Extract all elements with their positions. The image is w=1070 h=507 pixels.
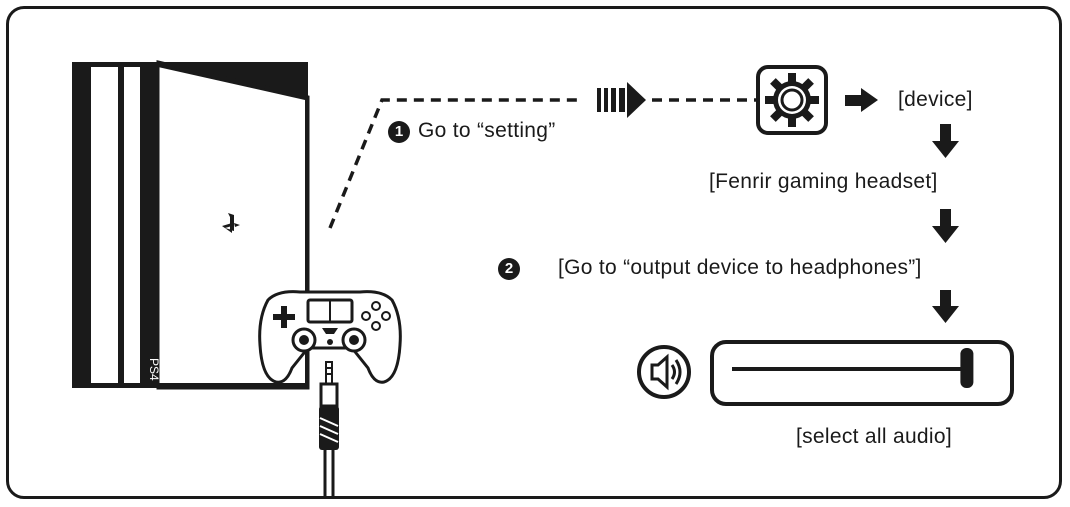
- speaker-volume-icon: [637, 345, 691, 399]
- dualshock-controller-icon: [258, 290, 402, 384]
- arrow-right-icon: [845, 88, 878, 112]
- striped-arrow-right-icon: [597, 82, 646, 118]
- diagram-frame: [6, 6, 1062, 499]
- playstation-logo-icon: [222, 213, 240, 233]
- step-2-marker: 2: [498, 258, 520, 280]
- volume-slider-thumb[interactable]: [960, 348, 974, 388]
- volume-slider[interactable]: [710, 340, 1014, 406]
- step-1-label: Go to “setting”: [418, 119, 556, 142]
- step-1-marker: 1: [388, 121, 410, 143]
- arrow-down-icon: [932, 290, 959, 323]
- headset-menu-item: [Fenrir gaming headset]: [709, 170, 938, 193]
- output-device-instruction: [Go to “output device to headphones”]: [558, 256, 922, 279]
- arrow-down-icon: [932, 209, 959, 243]
- arrow-down-icon: [932, 124, 959, 158]
- audio-jack-plug-icon: [319, 361, 339, 498]
- settings-gear-icon: [756, 65, 828, 135]
- select-all-audio-label: [select all audio]: [796, 425, 952, 448]
- device-menu-item: [device]: [898, 88, 973, 111]
- console-model-label: PS4: [147, 358, 161, 381]
- dashed-connector: [328, 98, 758, 229]
